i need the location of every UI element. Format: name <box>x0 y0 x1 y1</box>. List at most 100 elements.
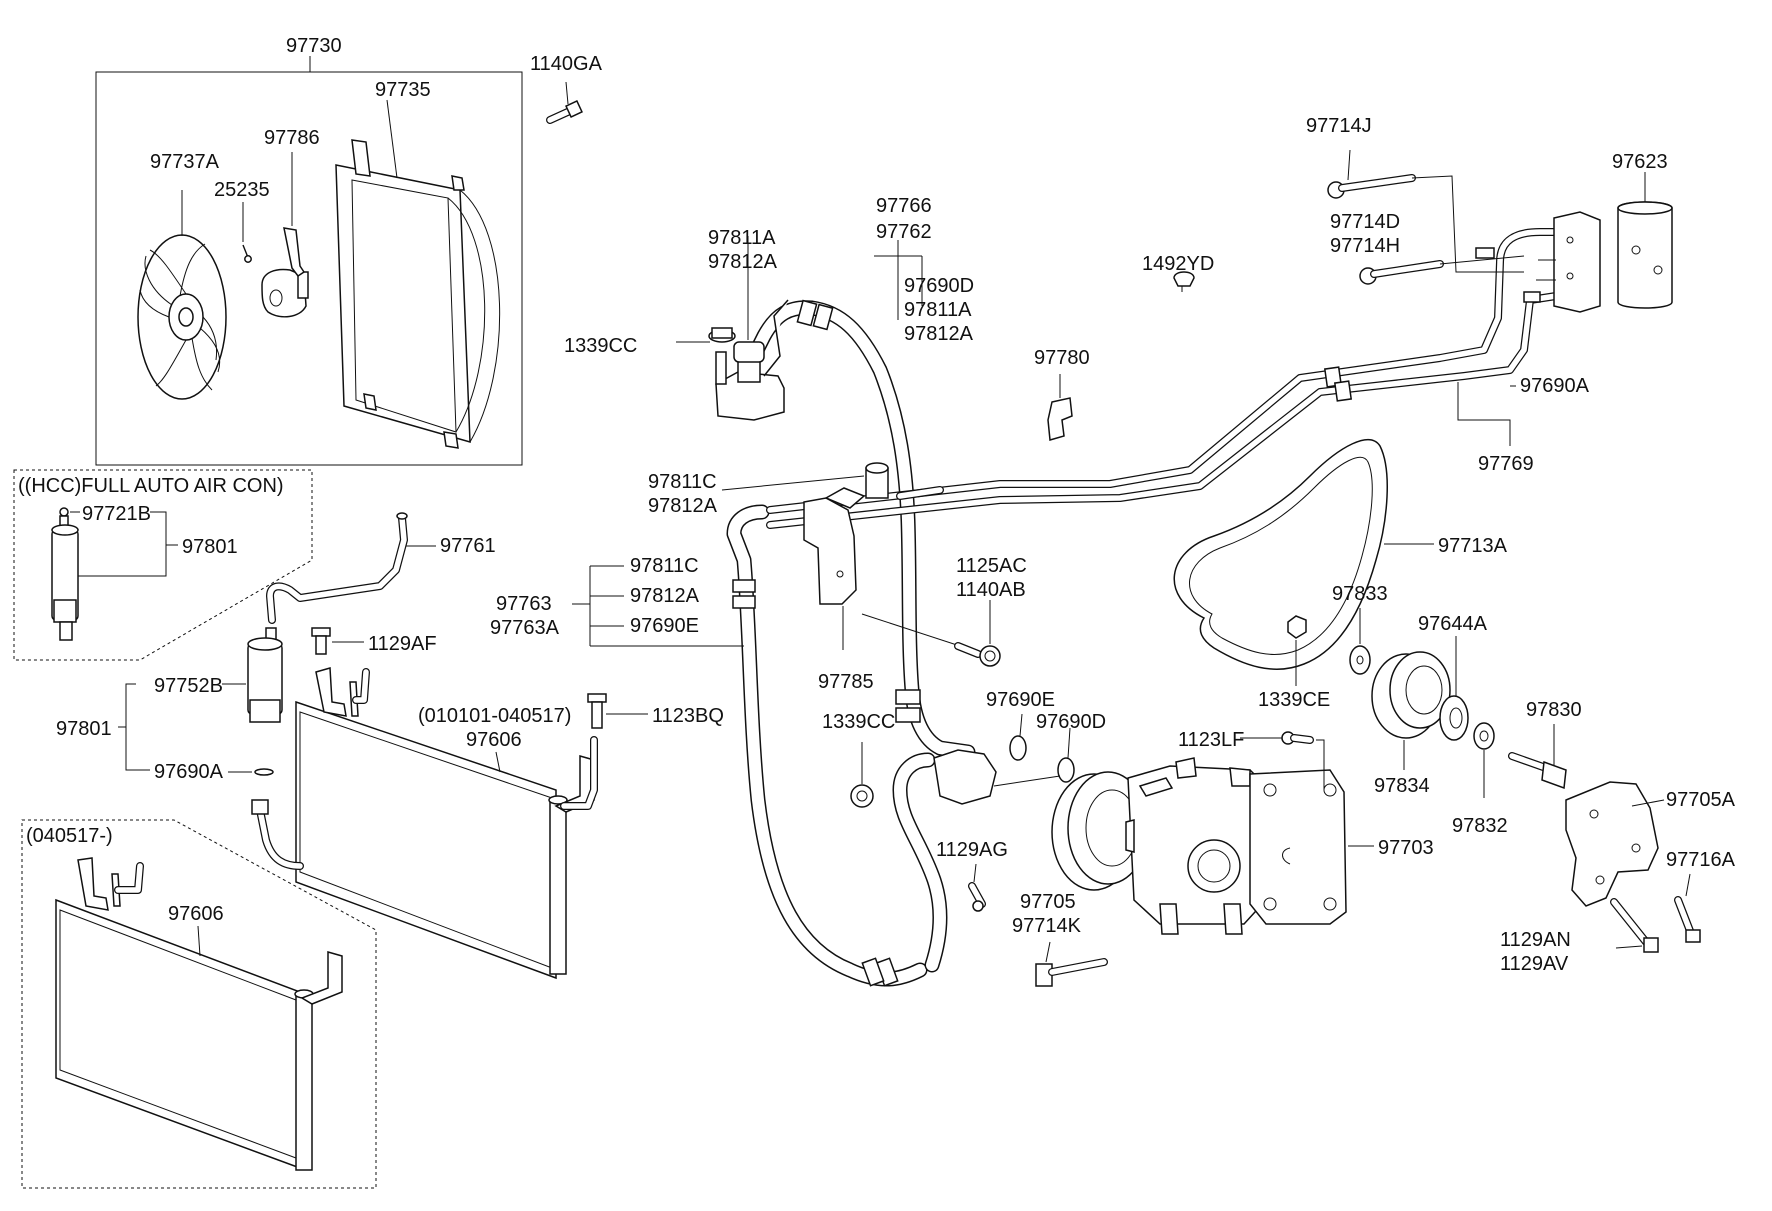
label-97812a-group: 97812A <box>904 323 974 345</box>
label-1129ag: 1129AG <box>936 839 1008 861</box>
o-ring-97690d: 97690D <box>1036 711 1106 783</box>
label-97761: 97761 <box>440 535 496 557</box>
bolt-1125ac: 1125AC 1140AB <box>861 555 1027 667</box>
washer-97644a: 97644A <box>1418 613 1488 741</box>
bolt-1129ag: 1129AG <box>936 839 1008 912</box>
bolt-1123lf: 1123LF <box>1178 729 1325 790</box>
label-97690e-group: 97690E <box>630 615 699 637</box>
label-97762: 97762 <box>876 221 932 243</box>
hose-bracket-97785 <box>803 497 857 605</box>
label-1129an: 1129AN <box>1500 929 1571 951</box>
label-97811c-group: 97811C <box>630 555 699 577</box>
label-97812a-top: 97812A <box>708 251 778 273</box>
label-97812a-mid: 97812A <box>648 495 718 517</box>
condenser-97606-late: (040517-) 97606 <box>21 819 377 1189</box>
label-97705a: 97705A <box>1666 789 1736 811</box>
label-97801-inset: 97801 <box>182 536 238 558</box>
label-1129av: 1129AV <box>1500 953 1569 975</box>
label-97690a-right: 97690A <box>1520 375 1590 397</box>
label-97644a: 97644A <box>1418 613 1488 635</box>
label-1140ab: 1140AB <box>956 579 1026 601</box>
plug-1492yd: 1492YD <box>1142 253 1214 292</box>
label-1140ga: 1140GA <box>530 53 603 75</box>
label-25235: 25235 <box>214 179 270 201</box>
label-97811c-mid: 97811C <box>648 471 717 493</box>
ac-hoses <box>676 211 1601 987</box>
label-97606-bot: 97606 <box>168 903 224 925</box>
label-97812a-group2: 97812A <box>630 585 700 607</box>
bolt-1129af <box>311 627 331 655</box>
label-97714d: 97714D <box>1330 211 1400 233</box>
condenser-97606-early: 1123BQ (010101-040517) 97606 <box>251 667 724 980</box>
label-97834: 97834 <box>1374 775 1430 797</box>
label-97763: 97763 <box>496 593 552 615</box>
label-97786: 97786 <box>264 127 320 149</box>
label-97606-top: 97606 <box>466 729 522 751</box>
label-97832: 97832 <box>1452 815 1508 837</box>
compressor-head-97703: 97703 <box>1249 769 1434 925</box>
bolt-97714j <box>1327 149 1524 273</box>
label-97690a-left: 97690A <box>154 761 224 783</box>
hcc-full-auto-inset: ((HCC)FULL AUTO AIR CON) 97721B 97801 <box>13 469 313 661</box>
label-97730: 97730 <box>286 35 342 57</box>
label-97737a: 97737A <box>150 151 220 173</box>
pulley-97834: 97834 <box>1371 651 1451 797</box>
label-97714k: 97714K <box>1012 915 1082 937</box>
label-97690e: 97690E <box>986 689 1055 711</box>
nut-1339cc-bot: 1339CC <box>822 711 895 808</box>
bolt-97716a: 97716A <box>1666 849 1736 943</box>
bracket-97780: 97780 <box>1034 347 1090 441</box>
pressure-switch-inset <box>51 507 79 641</box>
bolt-1123bq <box>587 693 607 729</box>
label-97690d-group: 97690D <box>904 275 974 297</box>
note-date-range-1: (010101-040517) <box>418 705 571 727</box>
pipe-97761 <box>266 512 408 624</box>
nut-1339cc-top <box>708 327 736 385</box>
fan-assembly-frame <box>95 71 523 466</box>
switch-group-left: 97761 1129AF 97752B 97801 97690A <box>56 512 496 783</box>
label-97833: 97833 <box>1332 583 1388 605</box>
label-1123lf: 1123LF <box>1178 729 1244 751</box>
label-97623: 97623 <box>1612 151 1668 173</box>
label-97714h: 97714H <box>1330 235 1400 257</box>
label-97735: 97735 <box>375 79 431 101</box>
label-97811a-group: 97811A <box>904 299 972 321</box>
label-1129af: 1129AF <box>368 633 437 655</box>
label-97763a: 97763A <box>490 617 560 639</box>
label-97780: 97780 <box>1034 347 1090 369</box>
fan-motor <box>261 268 309 318</box>
label-1492yd: 1492YD <box>1142 253 1214 275</box>
label-97811a-top: 97811A <box>708 227 776 249</box>
note-hcc-full-auto: ((HCC)FULL AUTO AIR CON) <box>18 475 284 497</box>
label-97703: 97703 <box>1378 837 1434 859</box>
label-97785: 97785 <box>818 671 874 693</box>
label-97801: 97801 <box>56 718 112 740</box>
pressure-block-97811a <box>715 299 789 421</box>
o-ring-97690a-left <box>254 768 274 776</box>
shaft-97830: 97830 <box>1508 699 1582 790</box>
label-97721b: 97721B <box>82 503 151 525</box>
service-port-97811c <box>721 462 889 499</box>
bolt-1140ga: 1140GA <box>530 53 603 124</box>
fan-shroud <box>335 139 501 449</box>
bolt-97714d <box>1359 255 1525 285</box>
label-1125ac: 1125AC <box>956 555 1027 577</box>
bolt-1129an: 1129AN 1129AV <box>1500 898 1659 975</box>
note-date-range-2: (040517-) <box>26 825 113 847</box>
label-97752b: 97752B <box>154 675 223 697</box>
label-97716a: 97716A <box>1666 849 1736 871</box>
washer-97833: 97833 <box>1332 583 1388 675</box>
label-97714j: 97714J <box>1306 115 1372 137</box>
drive-belt-97713a: 97713A <box>1173 439 1508 670</box>
label-97713a: 97713A <box>1438 535 1508 557</box>
washer-97832: 97832 <box>1452 722 1508 837</box>
label-1339cc-top: 1339CC <box>564 335 637 357</box>
label-1339ce: 1339CE <box>1258 689 1330 711</box>
compressor-97705 <box>1051 757 1275 935</box>
label-1123bq: 1123BQ <box>652 705 724 727</box>
label-97830: 97830 <box>1526 699 1582 721</box>
label-97690d: 97690D <box>1036 711 1106 733</box>
nut-1339ce: 1339CE <box>1258 615 1330 711</box>
motor-bracket <box>283 227 306 278</box>
